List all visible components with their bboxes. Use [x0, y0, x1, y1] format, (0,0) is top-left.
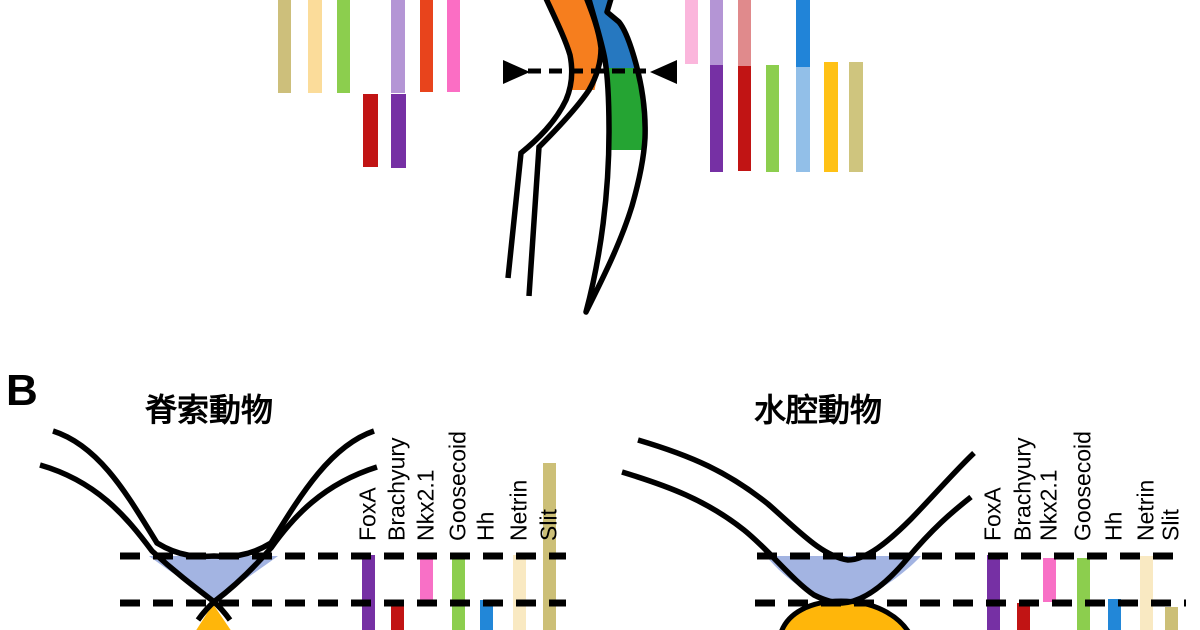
chordate-organizer-fill: [196, 604, 231, 630]
gene-expression-bar-Hh: [480, 600, 493, 630]
gene-expression-bar-Brachyury: [1017, 603, 1030, 630]
anterior-band-fill: [546, 0, 601, 90]
gene-label-FoxA: FoxA: [355, 487, 381, 541]
panel-a-right-expression-bars: [685, 0, 863, 172]
gene-label-Slit: Slit: [536, 508, 562, 541]
expression-bar: [710, 65, 723, 172]
expression-bar: [685, 0, 698, 64]
gene-label-Goosecoid: Goosecoid: [445, 431, 471, 541]
gene-label-Slit: Slit: [1158, 508, 1184, 541]
ambulacrarian-deep-curve: [621, 469, 973, 606]
ambulacrarian-expression-bars: [987, 555, 1178, 630]
gene-expression-bar-FoxA: [987, 555, 1000, 630]
gene-label-Nkx2.1: Nkx2.1: [1036, 469, 1062, 541]
panel-a-left-expression-bars: [278, 0, 460, 168]
chordate-ectoderm-outer-curve: [52, 428, 375, 560]
gene-expression-bar-Netrin: [1140, 556, 1153, 630]
expression-bar: [363, 94, 378, 167]
panel-a: [278, 0, 863, 315]
gene-expression-bar-Nkx2.1: [420, 557, 433, 602]
section-arrowhead-right: [650, 60, 677, 84]
expression-bar: [278, 0, 291, 93]
gene-label-Hh: Hh: [1101, 512, 1127, 541]
section-arrowhead-left: [503, 60, 530, 84]
chordate-neural-plate-fill: [149, 556, 278, 601]
expression-bar: [796, 67, 810, 172]
expression-bar: [766, 65, 779, 172]
chordate-title: 脊索動物: [144, 392, 273, 428]
expression-bar: [849, 62, 863, 172]
expression-bar: [738, 0, 751, 66]
gene-expression-bar-Goosecoid: [1077, 558, 1090, 630]
embryo-body-wall: [505, 0, 604, 297]
expression-bar: [391, 94, 406, 168]
dorsal-band-fill: [589, 0, 638, 68]
gene-label-Hh: Hh: [473, 512, 499, 541]
gene-label-Nkx2.1: Nkx2.1: [413, 469, 439, 541]
gene-label-Goosecoid: Goosecoid: [1070, 431, 1096, 541]
gene-expression-bar-Brachyury: [391, 603, 404, 630]
section-plane-marker: [503, 60, 677, 84]
mid-band-fill: [606, 68, 646, 150]
gene-expression-bar-Slit: [1165, 607, 1178, 630]
gene-expression-bar-Netrin: [513, 555, 526, 630]
gene-label-Brachyury: Brachyury: [1010, 437, 1036, 541]
ambulacrarian-title: 水腔動物: [754, 392, 882, 428]
expression-bar: [447, 0, 460, 92]
expression-bar: [308, 0, 322, 93]
gene-expression-bar-Nkx2.1: [1043, 558, 1056, 602]
chordate-expression-bars: [362, 463, 556, 630]
expression-bar: [796, 0, 810, 67]
gene-label-FoxA: FoxA: [980, 487, 1006, 541]
expression-bar: [738, 66, 751, 171]
gene-expression-bar-Slit: [543, 463, 556, 630]
expression-bar: [824, 62, 838, 172]
chordate-deep-curve-left: [39, 462, 233, 622]
expression-bar: [420, 0, 433, 92]
gene-expression-bar-FoxA: [362, 555, 375, 630]
ambulacrarian-plate-fill: [766, 556, 921, 602]
expression-bar: [710, 0, 723, 65]
gene-expression-bar-Hh: [1108, 599, 1121, 630]
body-wall-outer-line: [505, 0, 575, 279]
expression-bar: [391, 0, 405, 93]
gene-label-Netrin: Netrin: [506, 480, 532, 541]
panel-b-label: B: [6, 366, 38, 415]
chordate-deep-curve-right: [195, 464, 378, 622]
gene-expression-bar-Goosecoid: [452, 558, 465, 630]
gene-label-Netrin: Netrin: [1133, 480, 1159, 541]
expression-bar: [337, 0, 350, 93]
gene-label-Brachyury: Brachyury: [384, 437, 410, 541]
